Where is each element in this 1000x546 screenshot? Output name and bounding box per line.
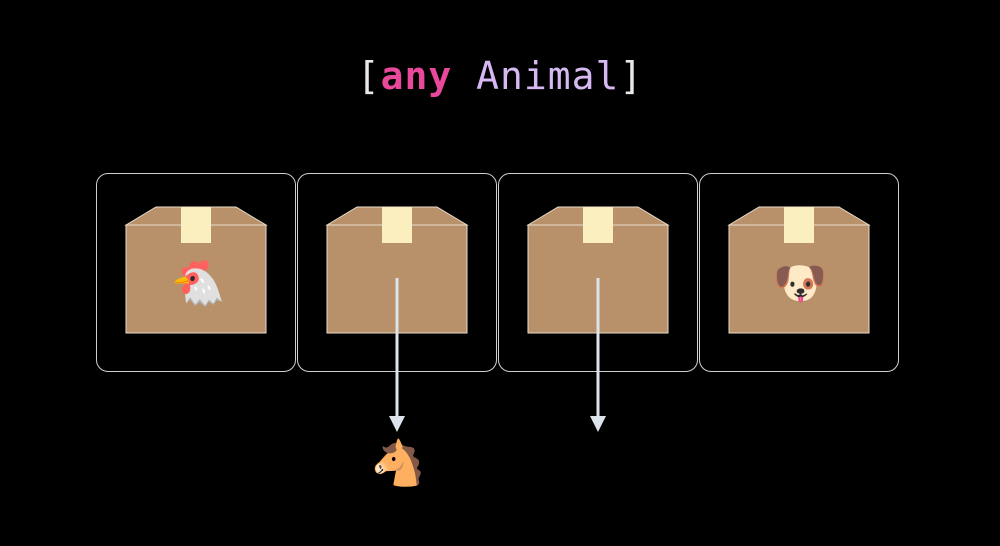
title-type-animal: Animal: [476, 54, 620, 98]
title-keyword-any: any: [380, 54, 453, 98]
diagram-title: [any Animal]: [0, 52, 1000, 100]
array-cell-1: 🐔: [96, 173, 296, 372]
horse-icon: 🐴: [370, 438, 426, 489]
cow-icon: 🐮: [571, 438, 625, 489]
array-cell-3: [498, 173, 698, 372]
cardboard-box-icon: [526, 206, 670, 334]
cardboard-box-icon: [727, 206, 871, 334]
array-cell-4: 🐶: [699, 173, 899, 372]
title-close-bracket: ]: [619, 54, 644, 98]
cardboard-box-icon: [325, 206, 469, 334]
dog-icon: 🐶: [772, 258, 828, 309]
title-open-bracket: [: [356, 54, 381, 98]
cardboard-box-icon: [124, 206, 268, 334]
chicken-icon: 🐔: [170, 258, 226, 309]
array-cell-2: [297, 173, 497, 372]
